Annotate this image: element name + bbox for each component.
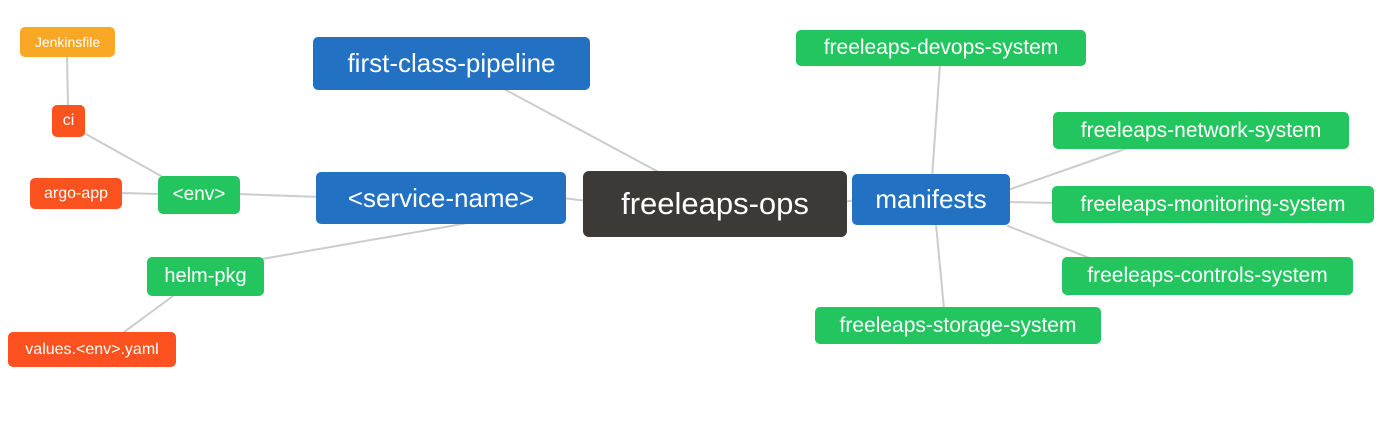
node-argo-app[interactable]: argo-app bbox=[30, 178, 122, 209]
node-jenkinsfile[interactable]: Jenkinsfile bbox=[20, 27, 115, 57]
node-freeleaps-monitoring-system[interactable]: freeleaps-monitoring-system bbox=[1052, 186, 1374, 223]
node-freeleaps-devops-system[interactable]: freeleaps-devops-system bbox=[796, 30, 1086, 66]
node-ci[interactable]: ci bbox=[52, 105, 85, 137]
edge-manifests-freeleaps-devops-system bbox=[931, 63, 941, 179]
edge-jenkinsfile-ci bbox=[66, 54, 69, 108]
node-values-env-yaml[interactable]: values.<env>.yaml bbox=[8, 332, 176, 367]
node-helm-pkg[interactable]: helm-pkg bbox=[147, 257, 264, 296]
node-freeleaps-storage-system[interactable]: freeleaps-storage-system bbox=[815, 307, 1101, 344]
node-first-class-pipeline[interactable]: first-class-pipeline bbox=[313, 37, 590, 90]
edge-manifests-freeleaps-monitoring-system bbox=[1006, 201, 1057, 204]
edge-ci-env bbox=[83, 132, 171, 182]
node-freeleaps-controls-system[interactable]: freeleaps-controls-system bbox=[1062, 257, 1353, 295]
node-env[interactable]: <env> bbox=[158, 176, 240, 214]
node-service-name[interactable]: <service-name> bbox=[316, 172, 566, 224]
edge-helm-pkg-values-env-yaml bbox=[119, 295, 174, 336]
edge-manifests-freeleaps-storage-system bbox=[935, 223, 945, 310]
node-freeleaps-network-system[interactable]: freeleaps-network-system bbox=[1053, 112, 1349, 149]
node-manifests[interactable]: manifests bbox=[852, 174, 1010, 225]
edge-argo-app-env bbox=[119, 192, 161, 195]
edge-env-service-name bbox=[237, 193, 321, 198]
node-freeleaps-ops[interactable]: freeleaps-ops bbox=[583, 171, 847, 237]
edge-manifests-freeleaps-controls-system bbox=[1007, 225, 1093, 260]
edge-first-class-pipeline-freeleaps-ops bbox=[503, 88, 667, 177]
edge-helm-pkg-service-name bbox=[261, 222, 469, 260]
edge-manifests-freeleaps-network-system bbox=[1007, 148, 1126, 191]
